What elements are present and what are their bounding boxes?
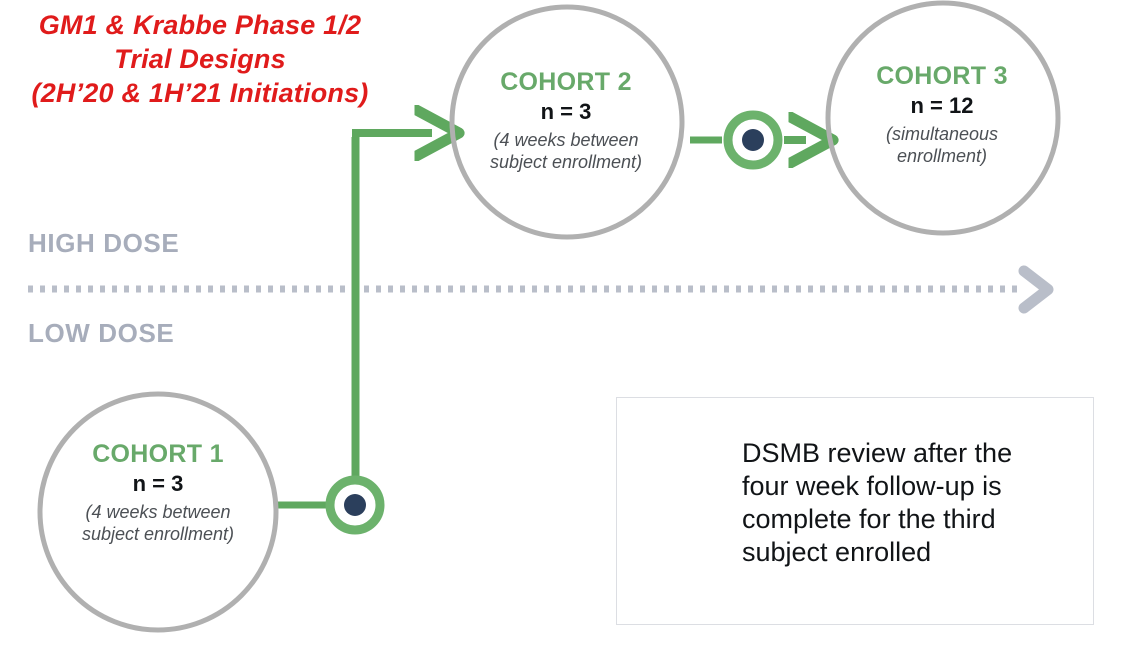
dsmb-node-after-cohort-1[interactable] bbox=[325, 475, 385, 535]
title-line-1: GM1 & Krabbe Phase 1/2 bbox=[38, 10, 362, 40]
title-line-3: (2H’20 & 1H’21 Initiations) bbox=[31, 78, 369, 108]
cohort-3-circle[interactable] bbox=[825, 0, 1061, 236]
low-dose-label: LOW DOSE bbox=[28, 318, 175, 348]
legend-text-line-4: subject enrolled bbox=[742, 537, 932, 567]
legend-text-line-3: complete for the third bbox=[742, 504, 996, 534]
cohort-2-circle[interactable] bbox=[449, 4, 685, 240]
high-dose-label: HIGH DOSE bbox=[28, 228, 180, 258]
dose-divider bbox=[28, 265, 1054, 314]
legend-text-line-1: DSMB review after the bbox=[742, 438, 1013, 468]
diagram-title: GM1 & Krabbe Phase 1/2 Trial Designs (2H… bbox=[4, 8, 396, 110]
legend-text-line-2: four week follow-up is bbox=[742, 471, 1002, 501]
connector-cohort1-to-cohort2 bbox=[276, 133, 432, 509]
dsmb-node-after-cohort-2[interactable] bbox=[723, 110, 783, 170]
legend-box bbox=[616, 397, 1094, 625]
title-line-2: Trial Designs bbox=[114, 44, 286, 74]
dose-divider-arrow-icon bbox=[1018, 265, 1054, 314]
cohort-1-circle[interactable] bbox=[37, 391, 279, 633]
legend-text: DSMB review after the four week follow-u… bbox=[742, 437, 1072, 569]
